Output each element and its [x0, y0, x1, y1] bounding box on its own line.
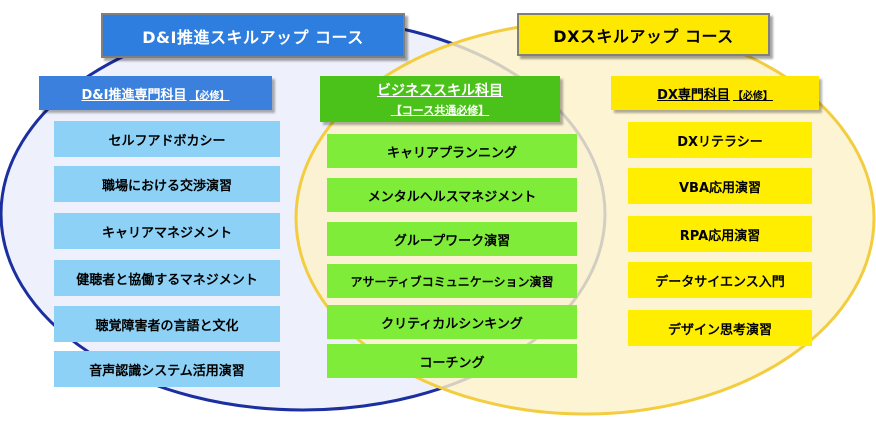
- biz-required-tag: 【コース共通必修】: [390, 104, 490, 117]
- di-subject-item: 音声認識システム活用演習: [54, 351, 280, 387]
- di-subject-item: 職場における交渉演習: [54, 166, 280, 202]
- di-subject-item: 健聴者と協働するマネジメント: [54, 260, 280, 296]
- biz-subject-item: クリティカルシンキング: [327, 305, 577, 339]
- di-column-header: D&I推進専門科目【必修】: [39, 76, 272, 110]
- dx-subject-item: DXリテラシー: [628, 122, 812, 158]
- dx-course-title: DXスキルアップ コース: [517, 13, 770, 56]
- dx-required-tag: 【必修】: [732, 90, 773, 102]
- dx-header-label: DX専門科目: [657, 87, 730, 103]
- dx-subject-item: データサイエンス入門: [628, 262, 812, 298]
- biz-subject-item: メンタルヘルスマネジメント: [327, 178, 577, 212]
- di-header-label: D&I推進専門科目: [81, 87, 187, 103]
- di-subject-item: 聴覚障害者の言語と文化: [54, 306, 280, 342]
- biz-subject-item: キャリアプランニング: [327, 134, 577, 168]
- biz-column-header: ビジネススキル科目 【コース共通必修】: [320, 76, 560, 122]
- di-subject-item: セルフアドボカシー: [54, 121, 280, 157]
- di-required-tag: 【必修】: [189, 90, 230, 102]
- dx-subject-item: デザイン思考演習: [628, 310, 812, 346]
- biz-header-label: ビジネススキル科目: [377, 83, 503, 99]
- biz-subject-item: グループワーク演習: [327, 222, 577, 256]
- di-course-title: D&I推進スキルアップ コース: [101, 13, 405, 58]
- dx-subject-item: RPA応用演習: [628, 216, 812, 252]
- biz-subject-item: コーチング: [327, 344, 577, 378]
- biz-subject-item: アサーティブコミュニケーション演習: [327, 264, 577, 298]
- dx-column-header: DX専門科目【必修】: [611, 76, 819, 110]
- di-subject-item: キャリアマネジメント: [54, 213, 280, 249]
- dx-subject-item: VBA応用演習: [628, 168, 812, 204]
